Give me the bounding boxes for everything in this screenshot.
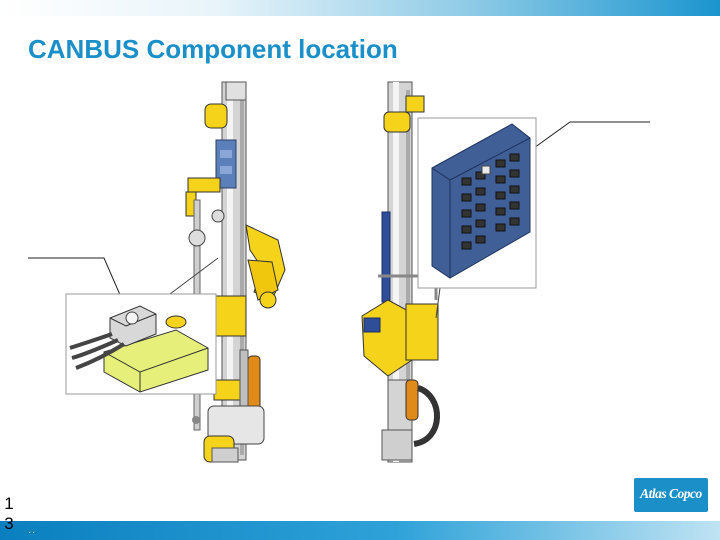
canbus-panel-detail-inset bbox=[417, 117, 537, 289]
footer-dots: .. bbox=[28, 524, 37, 536]
logo-text: Atlas Copco bbox=[640, 486, 702, 501]
top-accent-bar bbox=[0, 0, 720, 16]
callout-pointer-right bbox=[435, 287, 441, 319]
left-drill-rig bbox=[185, 81, 286, 463]
canbus-module-detail-inset bbox=[65, 293, 217, 395]
page-title: CANBUS Component location bbox=[28, 34, 398, 64]
callout-line-left bbox=[28, 257, 125, 305]
callout-pointer-left bbox=[169, 257, 219, 295]
company-logo: Atlas Copco bbox=[634, 478, 708, 512]
bottom-accent-bar bbox=[0, 521, 720, 540]
callout-line-right bbox=[519, 121, 650, 159]
right-drill-rig bbox=[361, 81, 440, 463]
slide-number: 13 bbox=[4, 494, 14, 533]
